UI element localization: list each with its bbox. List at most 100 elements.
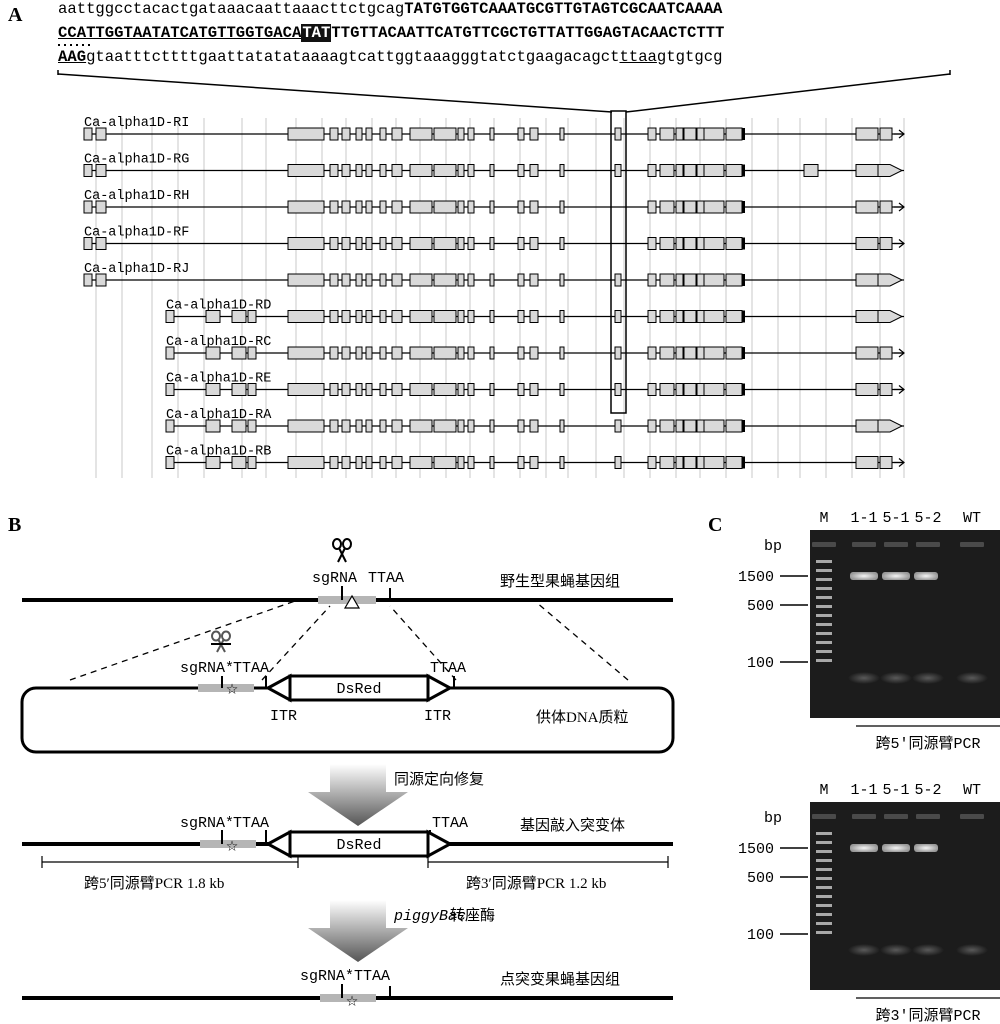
exon xyxy=(489,383,495,396)
bp-unit-label: bp xyxy=(764,538,782,555)
exon xyxy=(205,419,221,433)
sequence-line-1: aattggcctacactgataaacaattaaacttctgcagTAT… xyxy=(58,0,723,18)
ladder-band xyxy=(816,886,832,889)
exon xyxy=(529,346,539,360)
exon xyxy=(467,419,475,433)
exon xyxy=(341,127,351,141)
lane-label: WT xyxy=(963,782,981,799)
exon xyxy=(247,346,257,360)
exon xyxy=(529,200,539,214)
exon xyxy=(355,127,363,141)
exon xyxy=(355,310,363,323)
exon xyxy=(231,419,247,433)
exon xyxy=(457,346,465,360)
exon xyxy=(365,346,373,360)
gene-isoform-row: Ca-alpha1D-RI xyxy=(83,116,905,141)
exon xyxy=(614,456,622,469)
exon xyxy=(433,237,457,250)
target-highlight: TAT xyxy=(301,24,332,42)
dsred-cassette: DsRed xyxy=(264,673,454,703)
exon xyxy=(457,456,465,469)
exon xyxy=(489,310,495,323)
exon xyxy=(517,127,525,141)
exon xyxy=(855,164,879,177)
exon xyxy=(855,419,879,433)
exon xyxy=(725,456,743,469)
panel-label-a: A xyxy=(8,4,23,26)
pcr-band xyxy=(914,572,938,580)
exon xyxy=(329,127,339,141)
exon xyxy=(341,456,351,469)
exon xyxy=(529,164,539,177)
arrow-icon xyxy=(898,202,905,212)
svg-text:ITR: ITR xyxy=(424,708,451,725)
ladder-band xyxy=(816,841,832,844)
exon xyxy=(703,456,725,469)
exon xyxy=(379,164,387,177)
exon xyxy=(365,237,373,250)
knockin-schematic: sgRNA TTAA 野生型果蝇基因组 ☆ sgRNA* TTAA TTAA D… xyxy=(20,538,675,1013)
exon xyxy=(467,310,475,323)
exon xyxy=(879,346,893,360)
exon xyxy=(879,237,893,250)
ladder-band xyxy=(816,632,832,635)
exon xyxy=(433,310,457,323)
exon xyxy=(559,456,565,469)
exon xyxy=(489,456,495,469)
exon xyxy=(365,310,373,323)
zoom-line-left xyxy=(57,73,613,113)
exon xyxy=(83,127,93,141)
exon xyxy=(379,127,387,141)
exon xyxy=(742,237,745,250)
gel-caption: 跨5′同源臂PCR xyxy=(875,735,980,753)
exon xyxy=(391,237,403,250)
exon xyxy=(517,164,525,177)
lane-label: 1-1 xyxy=(850,510,877,527)
svg-text:sgRNA*: sgRNA* xyxy=(180,660,234,677)
exon xyxy=(433,419,457,433)
exon xyxy=(165,310,175,323)
exon xyxy=(683,419,697,433)
exon xyxy=(457,273,465,287)
sequence-line-3: AAGgtaatttcttttgaattatatataaaagtcattggta… xyxy=(58,48,723,66)
isoform-label: Ca-alpha1D-RH xyxy=(84,189,189,204)
exon xyxy=(341,419,351,433)
svg-text:TTAA: TTAA xyxy=(354,968,390,985)
exon xyxy=(231,456,247,469)
exon xyxy=(742,310,745,323)
scissors-crossed-icon xyxy=(211,630,231,653)
exon xyxy=(467,346,475,360)
exon xyxy=(165,346,175,360)
exon xyxy=(725,273,743,287)
exon xyxy=(329,419,339,433)
isoform-label: Ca-alpha1D-RG xyxy=(84,153,189,168)
lane-label: WT xyxy=(963,510,981,527)
exon xyxy=(287,383,325,396)
isoform-label: Ca-alpha1D-RC xyxy=(166,335,271,350)
exon xyxy=(683,273,697,287)
exon xyxy=(329,383,339,396)
exon xyxy=(675,200,684,214)
exon xyxy=(433,127,457,141)
exon xyxy=(647,273,657,287)
exon xyxy=(391,200,403,214)
gene-isoform-row: Ca-alpha1D-RJ xyxy=(83,262,904,287)
exon xyxy=(205,383,221,396)
exon xyxy=(379,273,387,287)
exon xyxy=(742,164,745,177)
exon xyxy=(457,383,465,396)
ladder-band xyxy=(816,922,832,925)
exon xyxy=(391,164,403,177)
exon xyxy=(355,237,363,250)
arrow-icon xyxy=(898,239,905,248)
exon xyxy=(683,164,697,177)
exon xyxy=(457,310,465,323)
exon xyxy=(341,310,351,323)
exon xyxy=(287,164,325,177)
exon xyxy=(489,237,495,250)
ladder-band xyxy=(816,641,832,644)
ladder-band xyxy=(816,859,832,862)
svg-text:点突变果蝇基因组: 点突变果蝇基因组 xyxy=(500,971,620,988)
exon xyxy=(489,419,495,433)
gel-image xyxy=(810,530,1000,718)
